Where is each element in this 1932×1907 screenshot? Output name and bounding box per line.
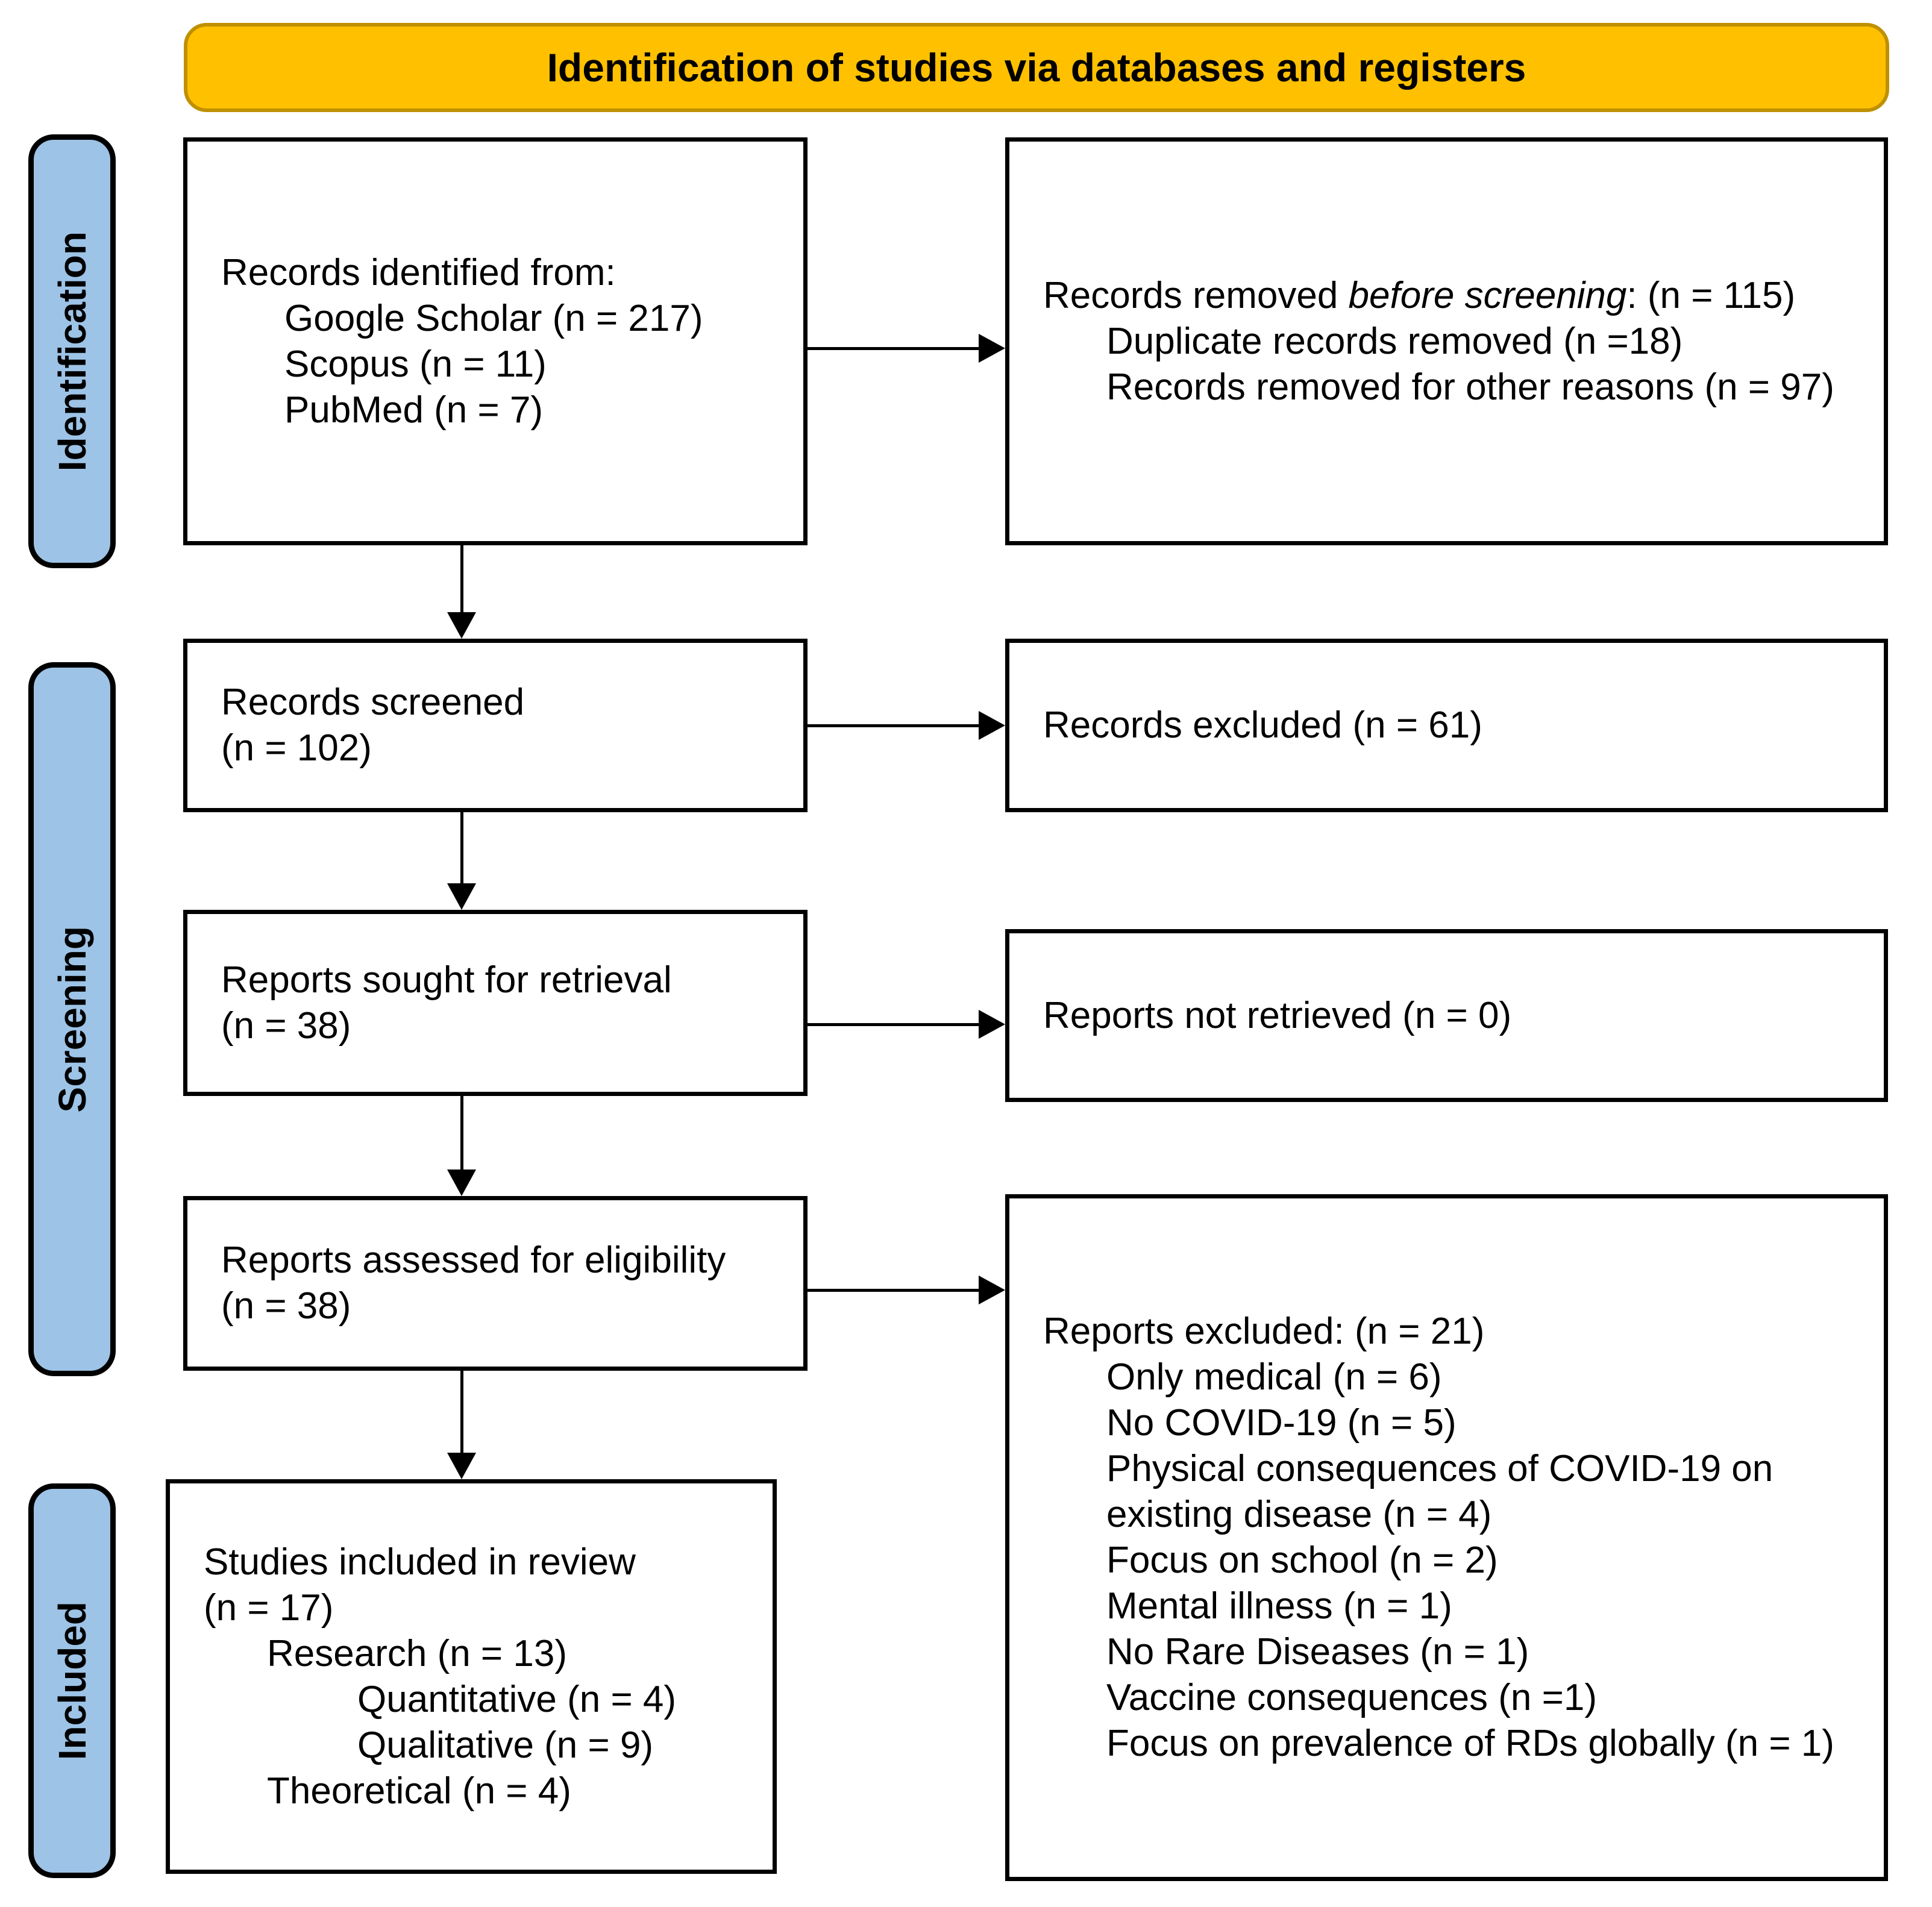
records-removed-italic: before screening [1348,274,1627,316]
box-text-line: Google Scholar (n = 217) [284,297,703,339]
box-text-line: Vaccine consequences (n =1) [1106,1677,1597,1718]
arrow-sought-to-assessed [447,1096,476,1196]
box-text-line: Studies included in review [204,1541,636,1583]
box-text-line: Duplicate records removed (n =18) [1106,320,1683,362]
arrowhead-right-icon [979,334,1005,363]
box-text-line: Qualitative (n = 9) [357,1724,654,1766]
arrow-shaft [460,545,463,612]
arrow-shaft [808,1023,979,1026]
arrow-screened-to-excluded [808,711,1005,740]
box-studies-included: Studies included in review (n = 17) Rese… [166,1479,777,1874]
arrow-shaft [460,1371,463,1453]
box-text-line: PubMed (n = 7) [284,389,544,431]
stage-included-label: Included [50,1601,94,1761]
arrow-assessed-to-excluded [808,1276,1005,1304]
box-text-line: Reports not retrieved (n = 0) [1043,994,1512,1036]
arrow-assessed-to-included [447,1371,476,1479]
arrowhead-right-icon [979,1276,1005,1304]
box-text-line: (n = 102) [221,727,372,769]
arrowhead-right-icon [979,1010,1005,1039]
records-removed-prefix: Records removed [1043,274,1349,316]
box-text-line: Records identified from: [221,251,616,293]
arrowhead-down-icon [447,883,476,910]
diagram-header: Identification of studies via databases … [184,23,1889,112]
box-text-line: Focus on prevalence of RDs globally (n =… [1106,1723,1834,1764]
box-text-line: Records screened [221,681,525,723]
stage-identification-label: Identification [50,231,94,472]
box-records-identified: Records identified from: Google Scholar … [183,137,808,545]
box-text-line: No COVID-19 (n = 5) [1106,1402,1457,1444]
arrow-sought-to-not-retrieved [808,1010,1005,1039]
box-records-excluded: Records excluded (n = 61) [1005,639,1888,812]
arrowhead-down-icon [447,612,476,639]
box-text-line: No Rare Diseases (n = 1) [1106,1631,1529,1673]
box-records-removed: Records removed before screening: (n = 1… [1005,137,1888,545]
box-reports-sought: Reports sought for retrieval (n = 38) [183,910,808,1096]
arrow-identified-to-screened [447,545,476,639]
box-text-line: Physical consequences of COVID-19 on [1106,1448,1774,1489]
diagram-header-title: Identification of studies via databases … [547,45,1526,90]
box-reports-not-retrieved: Reports not retrieved (n = 0) [1005,929,1888,1102]
box-reports-excluded: Reports excluded: (n = 21) Only medical … [1005,1194,1888,1881]
arrow-shaft [460,1096,463,1170]
stage-screening-label: Screening [50,925,94,1113]
arrowhead-down-icon [447,1453,476,1479]
box-text-line: existing disease (n = 4) [1106,1494,1492,1535]
box-text-line: Reports assessed for eligibility [221,1239,726,1281]
records-removed-suffix: : (n = 115) [1626,274,1796,316]
box-text-line: Records excluded (n = 61) [1043,704,1482,746]
stage-screening: Screening [28,662,116,1376]
box-text-line: Reports sought for retrieval [221,959,672,1001]
box-text-line: Theoretical (n = 4) [267,1770,571,1812]
arrow-screened-to-sought [447,812,476,910]
box-reports-assessed: Reports assessed for eligibility (n = 38… [183,1196,808,1371]
arrowhead-right-icon [979,711,1005,740]
arrowhead-down-icon [447,1170,476,1196]
box-text-line: Only medical (n = 6) [1106,1356,1442,1398]
box-text-line: Research (n = 13) [267,1632,567,1674]
arrow-shaft [808,724,979,727]
arrow-shaft [460,812,463,883]
box-text-line: (n = 38) [221,1004,351,1047]
box-text-line: Scopus (n = 11) [284,343,547,385]
box-text-line: (n = 17) [204,1586,334,1629]
box-text-line: Focus on school (n = 2) [1106,1539,1498,1581]
box-records-screened: Records screened (n = 102) [183,639,808,812]
box-text-line: Quantitative (n = 4) [357,1678,676,1720]
box-text-line: Reports excluded: (n = 21) [1043,1310,1485,1352]
box-text-line: (n = 38) [221,1285,351,1327]
stage-identification: Identification [28,134,116,568]
box-text-line: Records removed for other reasons (n = 9… [1106,366,1834,408]
box-text-line: Mental illness (n = 1) [1106,1585,1452,1627]
arrow-identified-to-removed [808,334,1005,363]
box-text-line: Records removed before screening: (n = 1… [1043,273,1869,319]
arrow-shaft [808,1289,979,1292]
stage-included: Included [28,1483,116,1878]
arrow-shaft [808,347,979,350]
